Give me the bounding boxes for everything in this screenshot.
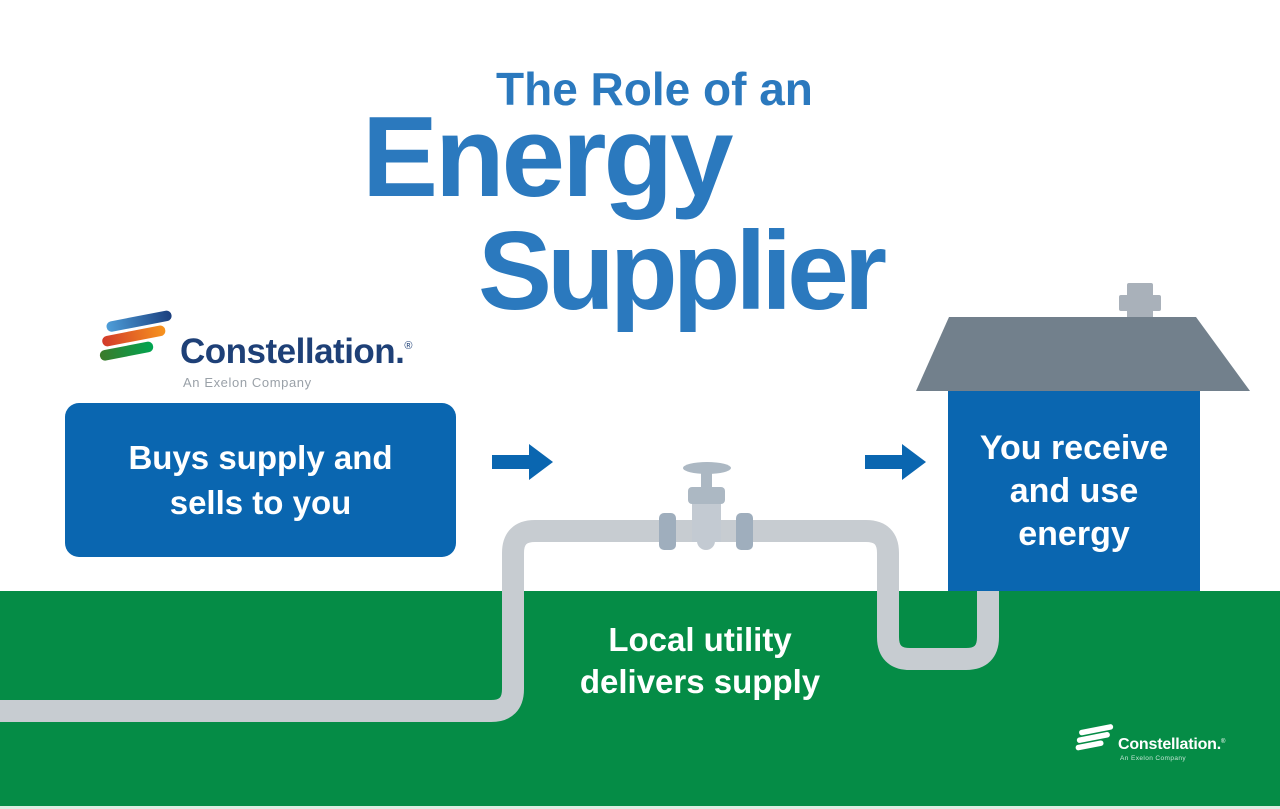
registered-mark: ® [1220,739,1226,745]
constellation-wordmark: Constellation.® [180,332,413,371]
utility-label-line2: delivers supply [579,663,821,700]
right-arrow-icon [865,444,926,480]
bottom-edge-strip [0,806,1280,809]
title-kicker: The Role of an [496,63,813,115]
roof-icon [916,317,1250,391]
exelon-tagline: An Exelon Company [1120,755,1187,762]
right-arrow-icon [492,444,553,480]
registered-mark: ® [404,340,413,352]
utility-label: Local utility delivers supply [480,619,920,703]
house-label-line1: You receive [979,428,1169,467]
house-icon: You receive and use energy [948,391,1200,591]
constellation-wordmark: Constellation.® [1118,736,1226,753]
supplier-box-label-line2: sells to you [169,484,352,521]
supplier-box-label-line1: Buys supply and [128,439,393,476]
chimney-icon [1119,283,1161,325]
constellation-swoosh-icon [1075,724,1114,751]
constellation-swoosh-icon [99,310,172,361]
house-label-line3: energy [1018,514,1130,553]
constellation-logo: Constellation.® An Exelon Company [93,310,433,396]
title-sub: Supplier [478,209,887,333]
house-label-line2: and use [1009,471,1139,510]
utility-label-line1: Local utility [608,621,792,658]
gas-pipe-icon [0,520,999,722]
supplier-box: Buys supply and sells to you [65,403,456,557]
title-main: Energy [362,94,733,221]
gas-valve-icon [659,462,753,550]
constellation-footer-logo: Constellation.® An Exelon Company [1072,723,1252,778]
exelon-tagline: An Exelon Company [183,375,312,390]
